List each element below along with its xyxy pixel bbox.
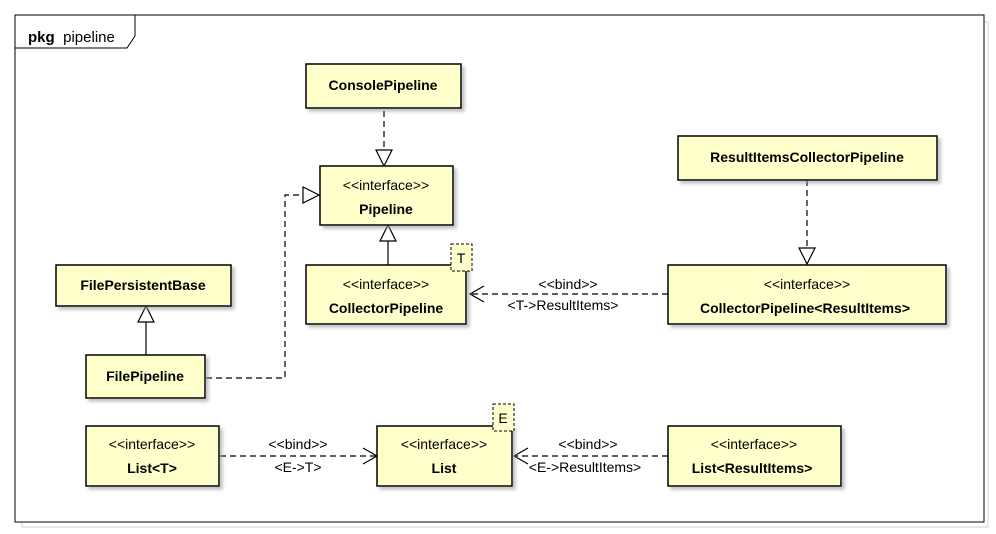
bind-list-result-items — [512, 447, 668, 465]
class-collector-pipeline-result-items[interactable]: <<interface>> CollectorPipeline<ResultIt… — [667, 264, 947, 325]
class-stereotype: <<interface>> — [764, 276, 850, 292]
bind-collector — [468, 285, 668, 303]
class-name: ResultItemsCollectorPipeline — [710, 149, 904, 165]
type-parameter-box: T — [450, 243, 473, 272]
type-parameter-box: E — [492, 403, 515, 432]
generalization-filepipeline-to-base — [137, 304, 155, 355]
bind-list-t-keyword: <<bind>> — [268, 436, 327, 452]
class-stereotype: <<interface>> — [343, 177, 429, 193]
class-name: ConsolePipeline — [329, 77, 438, 93]
class-file-pipeline[interactable]: FilePipeline — [85, 354, 206, 399]
bind-list-result-items-keyword: <<bind>> — [558, 436, 617, 452]
class-pipeline[interactable]: <<interface>> Pipeline — [319, 165, 454, 226]
class-stereotype: <<interface>> — [343, 276, 429, 292]
class-list[interactable]: <<interface>> List E — [376, 403, 515, 487]
class-name: List<ResultItems> — [692, 460, 813, 476]
class-file-persistent-base[interactable]: FilePersistentBase — [55, 264, 232, 307]
realization-filepipeline-to-pipeline — [206, 186, 321, 379]
bind-list-t-mapping: <E->T> — [274, 459, 321, 475]
class-name: FilePipeline — [106, 368, 184, 384]
class-name: FilePersistentBase — [80, 277, 205, 293]
class-name: CollectorPipeline — [329, 300, 444, 316]
type-parameter: T — [457, 250, 466, 266]
generalization-collector-to-pipeline — [379, 223, 397, 265]
class-name: Pipeline — [359, 201, 413, 217]
class-result-items-collector-pipeline[interactable]: ResultItemsCollectorPipeline — [677, 135, 938, 181]
bind-list-result-items-mapping: <E->ResultItems> — [529, 459, 641, 475]
binding-labels: <<bind>> <T->ResultItems> <<bind>> <E->T… — [268, 276, 641, 475]
class-list-result-items[interactable]: <<interface>> List<ResultItems> — [667, 425, 842, 487]
package-tab — [14, 14, 136, 49]
class-stereotype: <<interface>> — [109, 436, 195, 452]
class-name: CollectorPipeline<ResultItems> — [700, 300, 910, 316]
bind-collector-keyword: <<bind>> — [538, 276, 597, 292]
relationships — [137, 111, 816, 465]
class-stereotype: <<interface>> — [711, 436, 797, 452]
class-list-t[interactable]: <<interface>> List<T> — [85, 425, 220, 487]
realization-resultitemscollector — [798, 180, 816, 266]
class-console-pipeline[interactable]: ConsolePipeline — [305, 63, 462, 109]
package-label: pkg pipeline — [28, 29, 115, 46]
type-parameter: E — [498, 410, 507, 426]
class-collector-pipeline[interactable]: <<interface>> CollectorPipeline T — [305, 243, 473, 325]
realization-console-to-pipeline — [375, 111, 393, 168]
bind-collector-mapping: <T->ResultItems> — [508, 297, 619, 313]
class-name: List — [432, 460, 457, 476]
class-name: List<T> — [127, 460, 177, 476]
class-stereotype: <<interface>> — [401, 436, 487, 452]
